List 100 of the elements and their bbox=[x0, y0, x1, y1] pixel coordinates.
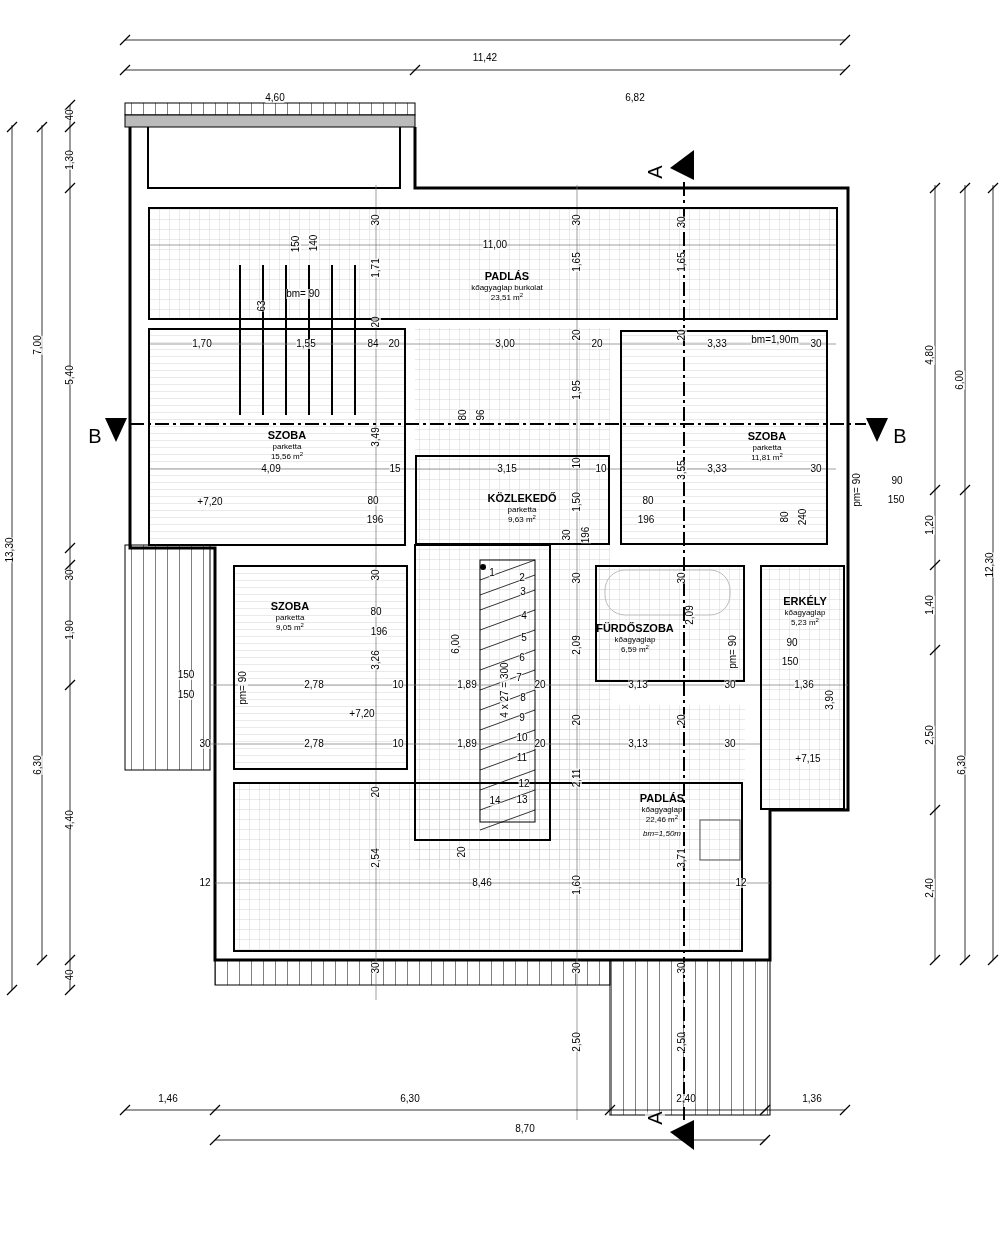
dimension-label: 6,30 bbox=[957, 755, 967, 775]
dimension-label: 2,50 bbox=[677, 1032, 687, 1052]
dimension-label: 12 bbox=[518, 779, 530, 789]
dimension-label: 6 bbox=[519, 653, 525, 663]
dimension-label: 40 bbox=[65, 969, 75, 981]
dimension-label: 1,30 bbox=[65, 150, 75, 170]
room-note: parketta bbox=[272, 442, 302, 452]
dimension-label: 3,33 bbox=[707, 339, 727, 349]
section-mark: A bbox=[645, 165, 665, 179]
dimension-label: 11,42 bbox=[472, 53, 498, 63]
dimension-label: 20 bbox=[534, 739, 546, 749]
dimension-label: 30 bbox=[572, 572, 582, 584]
dimension-label: 2,09 bbox=[572, 635, 582, 655]
dimension-label: 30 bbox=[810, 464, 822, 474]
dimension-label: 1,40 bbox=[925, 595, 935, 615]
dimension-label: 5 bbox=[521, 633, 527, 643]
room-outline bbox=[620, 330, 828, 545]
dimension-label: pm= 90 bbox=[852, 473, 862, 507]
dimension-label: 63 bbox=[257, 300, 267, 312]
dimension-label: pm= 90 bbox=[728, 635, 738, 669]
dimension-label: 12 bbox=[199, 878, 211, 888]
room-note: 15,56 m$^{2}$ bbox=[270, 452, 304, 462]
dimension-label: 30 bbox=[724, 680, 736, 690]
dimension-label: 10 bbox=[595, 464, 607, 474]
dimension-label: 8,46 bbox=[472, 878, 492, 888]
dimension-label: 4,60 bbox=[265, 93, 285, 103]
dimension-label: 1 bbox=[489, 568, 495, 578]
dimension-label: 3 bbox=[520, 587, 526, 597]
dimension-label: 20 bbox=[534, 680, 546, 690]
dimension-label: 1,36 bbox=[794, 680, 814, 690]
dimension-label: 6,30 bbox=[33, 755, 43, 775]
dimension-label: 1,36 bbox=[802, 1094, 822, 1104]
dimension-label: 1,89 bbox=[457, 739, 477, 749]
dimension-label: 196 bbox=[637, 515, 655, 525]
dimension-label: 30 bbox=[371, 214, 381, 226]
dimension-label: 1,95 bbox=[572, 380, 582, 400]
room-note: 9,05 m$^{2}$ bbox=[276, 623, 304, 633]
dimension-label: 2,11 bbox=[572, 768, 582, 788]
dimension-label: 3,13 bbox=[628, 680, 648, 690]
dimension-label: 40 bbox=[65, 109, 75, 121]
dimension-label: 196 bbox=[366, 515, 384, 525]
room-name: FÜRDŐSZOBA bbox=[596, 622, 674, 635]
dimension-label: 3,49 bbox=[371, 427, 381, 447]
dimension-label: 2,40 bbox=[676, 1094, 696, 1104]
dimension-label: 1,89 bbox=[457, 680, 477, 690]
dimension-label: 10 bbox=[392, 680, 404, 690]
room-note: kőagyaglap burkolat bbox=[471, 283, 543, 293]
dimension-label: 13,30 bbox=[5, 537, 15, 563]
dimension-label: 30 bbox=[677, 962, 687, 974]
dimension-label: 1,70 bbox=[192, 339, 212, 349]
dimension-label: 3,33 bbox=[707, 464, 727, 474]
dimension-label: bm=1,90m bbox=[751, 335, 799, 345]
dimension-label: 30 bbox=[572, 214, 582, 226]
section-mark: B bbox=[88, 426, 102, 446]
room-note: parketta bbox=[275, 613, 305, 623]
dimension-label: 6,00 bbox=[451, 634, 461, 654]
room-name: SZOBA bbox=[267, 429, 307, 442]
dimension-label: 30 bbox=[199, 739, 211, 749]
dimension-label: 10 bbox=[572, 457, 582, 469]
dimension-label: 9 bbox=[519, 713, 525, 723]
dimension-label: 150 bbox=[291, 235, 301, 253]
dimension-label: 2,78 bbox=[304, 680, 324, 690]
room-name: PADLÁS bbox=[484, 270, 530, 283]
dimension-label: +7,20 bbox=[197, 497, 223, 507]
dimension-label: 30 bbox=[677, 572, 687, 584]
dimension-label: 150 bbox=[177, 690, 195, 700]
dimension-label: 30 bbox=[810, 339, 822, 349]
dimension-label: 3,26 bbox=[371, 650, 381, 670]
dimension-label: 1,65 bbox=[677, 252, 687, 272]
room-note: 5,23 m$^{2}$ bbox=[791, 618, 819, 628]
room-note: kőagyaglap bbox=[641, 805, 683, 814]
dimension-label: +7,20 bbox=[349, 709, 375, 719]
dimension-label: 20 bbox=[371, 786, 381, 798]
dimension-label: 1,20 bbox=[925, 515, 935, 535]
dimension-label: 20 bbox=[677, 714, 687, 726]
dimension-label: 2,50 bbox=[925, 725, 935, 745]
dimension-label: 2,78 bbox=[304, 739, 324, 749]
dimension-label: 7 bbox=[516, 673, 522, 683]
dimension-label: 4 bbox=[521, 611, 527, 621]
dimension-label: 6,82 bbox=[625, 93, 645, 103]
dimension-label: 150 bbox=[887, 495, 905, 505]
dimension-label: 20 bbox=[457, 846, 467, 858]
dimension-label: 15 bbox=[389, 464, 401, 474]
room-note: kőagyaglap bbox=[784, 608, 826, 618]
dimension-label: 8 bbox=[520, 693, 526, 703]
dimension-label: 1,90 bbox=[65, 620, 75, 640]
dimension-label: 240 bbox=[798, 508, 808, 526]
dimension-label: 80 bbox=[780, 511, 790, 523]
dimension-label: 3,15 bbox=[497, 464, 517, 474]
dimension-label: 14 bbox=[489, 796, 501, 806]
section-mark: A bbox=[645, 1111, 665, 1125]
room-outline bbox=[148, 328, 406, 546]
dimension-label: 196 bbox=[581, 526, 591, 544]
dimension-label: 1,46 bbox=[158, 1094, 178, 1104]
room-outline bbox=[415, 455, 610, 545]
section-mark: B bbox=[893, 426, 907, 446]
dimension-label: 5,40 bbox=[65, 365, 75, 385]
dimension-label: 1,50 bbox=[572, 492, 582, 512]
dimension-label: 4 x 27 = 300 bbox=[500, 662, 510, 718]
dimension-label: 150 bbox=[781, 657, 799, 667]
